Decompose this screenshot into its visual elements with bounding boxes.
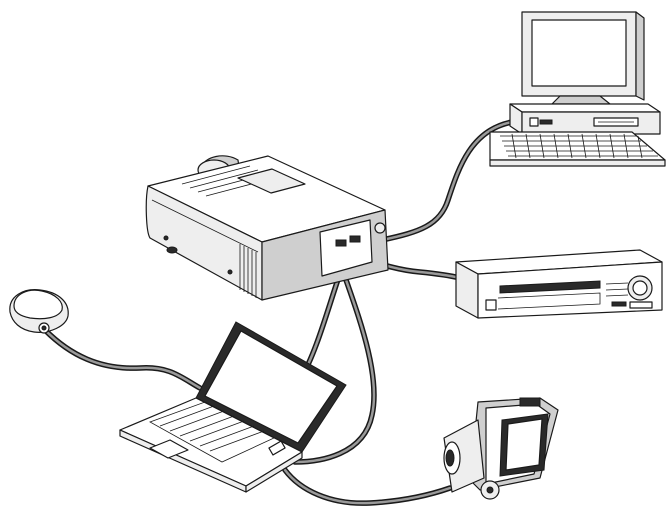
laptop-icon bbox=[119, 321, 347, 493]
cable-laptop-receiver bbox=[42, 327, 203, 391]
cable-projector-laptop bbox=[292, 259, 377, 465]
camcorder-lens bbox=[443, 419, 485, 493]
system-unit-icon bbox=[509, 103, 661, 135]
cable-laptop-camcorder bbox=[282, 467, 453, 506]
projector-input-panel bbox=[319, 219, 386, 277]
camcorder-lcd bbox=[499, 413, 549, 477]
projector-icon bbox=[145, 155, 389, 301]
projector-grille bbox=[239, 244, 257, 298]
tape-slot bbox=[499, 280, 601, 294]
vcr-icon bbox=[455, 249, 663, 319]
desktop-computer-icon bbox=[489, 11, 666, 167]
mouse-receiver-icon bbox=[9, 289, 69, 334]
cable-projector-computer bbox=[379, 119, 515, 243]
laptop-keyboard bbox=[119, 397, 303, 493]
monitor-icon bbox=[521, 11, 645, 105]
keyboard-icon bbox=[489, 131, 666, 167]
camcorder-icon bbox=[443, 397, 559, 500]
